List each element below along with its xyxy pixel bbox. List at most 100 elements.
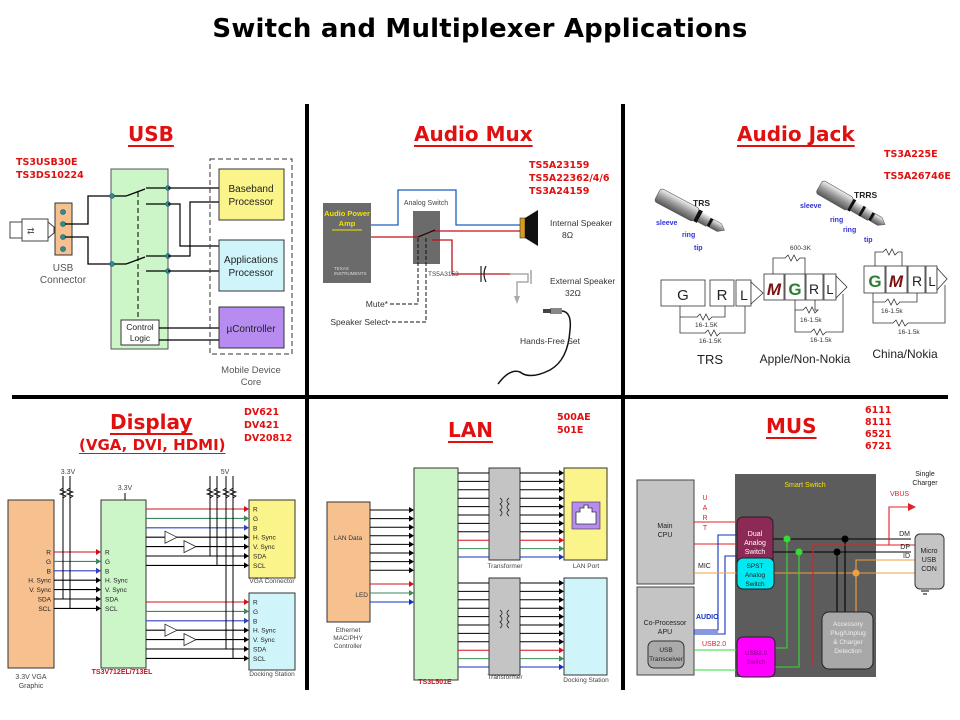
arrow-icon [96, 605, 101, 612]
g-contact: G [677, 287, 689, 304]
dual-switch-label: Dual [748, 531, 763, 538]
junction-dots [783, 535, 860, 577]
lan-section-title: LAN [448, 418, 493, 442]
ti-logo-text: TEXAS [334, 266, 349, 271]
usb-connector-block [54, 202, 73, 256]
main-cpu [636, 479, 695, 585]
mobile-device-core-frame [209, 158, 293, 355]
transceiver-label: Transceiver [649, 656, 684, 663]
voltage-label: 5V [221, 469, 230, 476]
r-contact: R [717, 287, 728, 304]
arrow-icon [559, 495, 564, 502]
audio-power-amp [323, 203, 371, 283]
vga-graphic-source [7, 499, 55, 669]
lan-switch-chip [413, 467, 459, 681]
usb20-switch [736, 636, 776, 678]
arrow-icon [559, 605, 564, 612]
ti-logo-text: INSTRUMENTS [334, 271, 367, 276]
mus-section-title: MUS [766, 414, 817, 438]
arrow-icon [559, 554, 564, 560]
source-signal-label: G [46, 559, 51, 566]
resistor-icon [58, 487, 68, 499]
arrow-icon [559, 478, 564, 485]
resistor-label: 16-1.5k [881, 308, 903, 315]
hands-free-label: Hands-Free Set [520, 336, 581, 346]
arrow-icon [409, 532, 414, 539]
g-contact: G [868, 272, 881, 291]
arrow-icon [96, 549, 101, 555]
switch-part-label: TS3V712EL/713EL [92, 669, 153, 676]
usb-diagram: ⇄ USB Connector Control Logic Baseband P… [9, 158, 293, 388]
arrow-icon [559, 638, 564, 645]
sleeve-label: sleeve [656, 220, 678, 227]
audio-mux-section-title: Audio Mux [414, 122, 533, 146]
usb-connector-label: Connector [40, 275, 87, 286]
lan-part: 501E [557, 425, 584, 436]
audio-jack-section-title: Audio Jack [737, 122, 855, 146]
lan-dock-label: Docking Station [563, 677, 609, 684]
audio-mux-part: TS3A24159 [529, 186, 590, 197]
vertical-divider-right [621, 104, 625, 690]
docking-station [248, 592, 296, 671]
output-signal-label: G [253, 609, 258, 616]
amp-label: Audio Power [324, 209, 370, 218]
usb-part-numbers: TS3USB30E TS3DS10224 [16, 156, 84, 182]
applications-processor [218, 239, 285, 292]
svg-text:⇄: ⇄ [27, 226, 35, 236]
resistor-label: 16-1.5K [695, 322, 718, 329]
audio-mux-part: TS5A22362/4/6 [529, 173, 610, 184]
accessory-label: Detection [834, 648, 862, 655]
arrow-icon [244, 524, 249, 531]
uart-label: A [703, 505, 708, 512]
resistor-label: 600-3K [790, 245, 812, 252]
analog-switch-label: Analog Switch [404, 200, 448, 207]
output-signal-label: B [253, 618, 257, 625]
dock-label: Docking Station [249, 671, 295, 678]
resistor-icon [65, 487, 75, 499]
arrow-icon [244, 599, 249, 605]
arrow-icon [244, 515, 249, 522]
vga-connector [248, 499, 296, 579]
headset-plug-icon [497, 308, 572, 385]
arrow-icon [559, 486, 564, 493]
usb-control-logic [120, 319, 160, 346]
vertical-divider-left [305, 104, 309, 690]
output-signal-label: V. Sync [253, 637, 276, 644]
micro-usb-label: USB [922, 557, 937, 564]
trs-plug-icon [654, 188, 725, 232]
dm-label: DM [899, 531, 910, 538]
usb-connector-pins [60, 209, 66, 252]
uart-label: U [702, 495, 707, 502]
display-section-title: Display [110, 410, 193, 434]
resistor-icon [212, 487, 222, 499]
arrow-icon [244, 636, 249, 643]
switch-signal-label: H. Sync [105, 578, 129, 585]
r-contact: R [912, 273, 922, 289]
usb-switch-label: Switch [746, 659, 766, 666]
internal-speaker-label: Internal Speaker [550, 218, 613, 228]
audio-jack-part: TS3A225E [884, 149, 938, 160]
arrow-icon [409, 507, 414, 513]
vbus-label: VBUS [890, 491, 909, 498]
g-contact: G [788, 280, 801, 299]
ucontroller-label: µController [226, 324, 276, 335]
arrow-icon [559, 528, 564, 535]
controller-label: Ethernet [336, 627, 361, 634]
arrow-icon [96, 558, 101, 565]
accessory-label: & Charger [833, 639, 863, 646]
trs-schematic [660, 279, 764, 307]
resistor-label: 16-1.5k [898, 329, 920, 336]
arrow-icon [244, 608, 249, 615]
output-signal-label: G [253, 516, 258, 523]
resistor-label: 16-1.5K [699, 338, 722, 345]
mus-part: 6721 [865, 441, 892, 452]
arrow-icon [96, 586, 101, 593]
page-title: Switch and Multiplexer Applications [212, 14, 748, 44]
arrow-icon [409, 524, 414, 531]
trrs-plug-icon [816, 180, 886, 226]
usb-transceiver [647, 640, 685, 669]
accessory-detection [821, 611, 874, 670]
arrow-icon [244, 655, 249, 662]
switch-signal-label: V. Sync [105, 587, 128, 594]
